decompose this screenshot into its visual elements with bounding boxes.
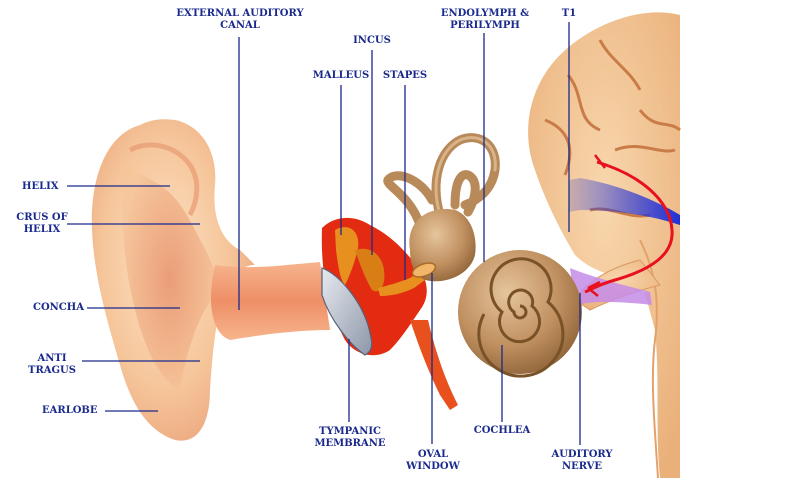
tympanic-membrane-shape: [321, 267, 373, 356]
label-cochlea: COCHLEA: [473, 425, 531, 436]
semicircular-canals-inner: [434, 136, 497, 217]
label-tympanic-membrane: TYMPANIC MEMBRANE: [314, 426, 386, 449]
label-t1: T1: [561, 8, 577, 19]
label-incus: INCUS: [353, 35, 391, 46]
auditory-nerve-shape: [570, 268, 652, 305]
label-anti-tragus: ANTI TRAGUS: [28, 353, 76, 376]
outer-ear: [91, 119, 256, 441]
oval-window-shape: [411, 262, 437, 278]
label-stapes: STAPES: [382, 70, 428, 81]
label-oval-window: OVAL WINDOW: [406, 449, 460, 472]
label-endolymph-perilymph: ENDOLYMPH & PERILYMPH: [440, 8, 530, 31]
leader-lines: [67, 22, 581, 445]
label-earlobe: EARLOBE: [42, 405, 98, 416]
ear-canal-shape: [210, 262, 330, 340]
label-malleus: MALLEUS: [312, 70, 370, 81]
cochlea-shape: [458, 250, 582, 378]
label-external-auditory-canal: EXTERNAL AUDITORY CANAL: [176, 8, 304, 31]
brain: [528, 12, 681, 479]
label-helix: HELIX: [22, 181, 59, 192]
blood-vessels: [568, 154, 680, 297]
label-crus-of-helix: CRUS OF HELIX: [16, 212, 68, 235]
label-auditory-nerve: AUDITORY NERVE: [551, 449, 613, 472]
label-concha: CONCHA: [33, 302, 84, 313]
